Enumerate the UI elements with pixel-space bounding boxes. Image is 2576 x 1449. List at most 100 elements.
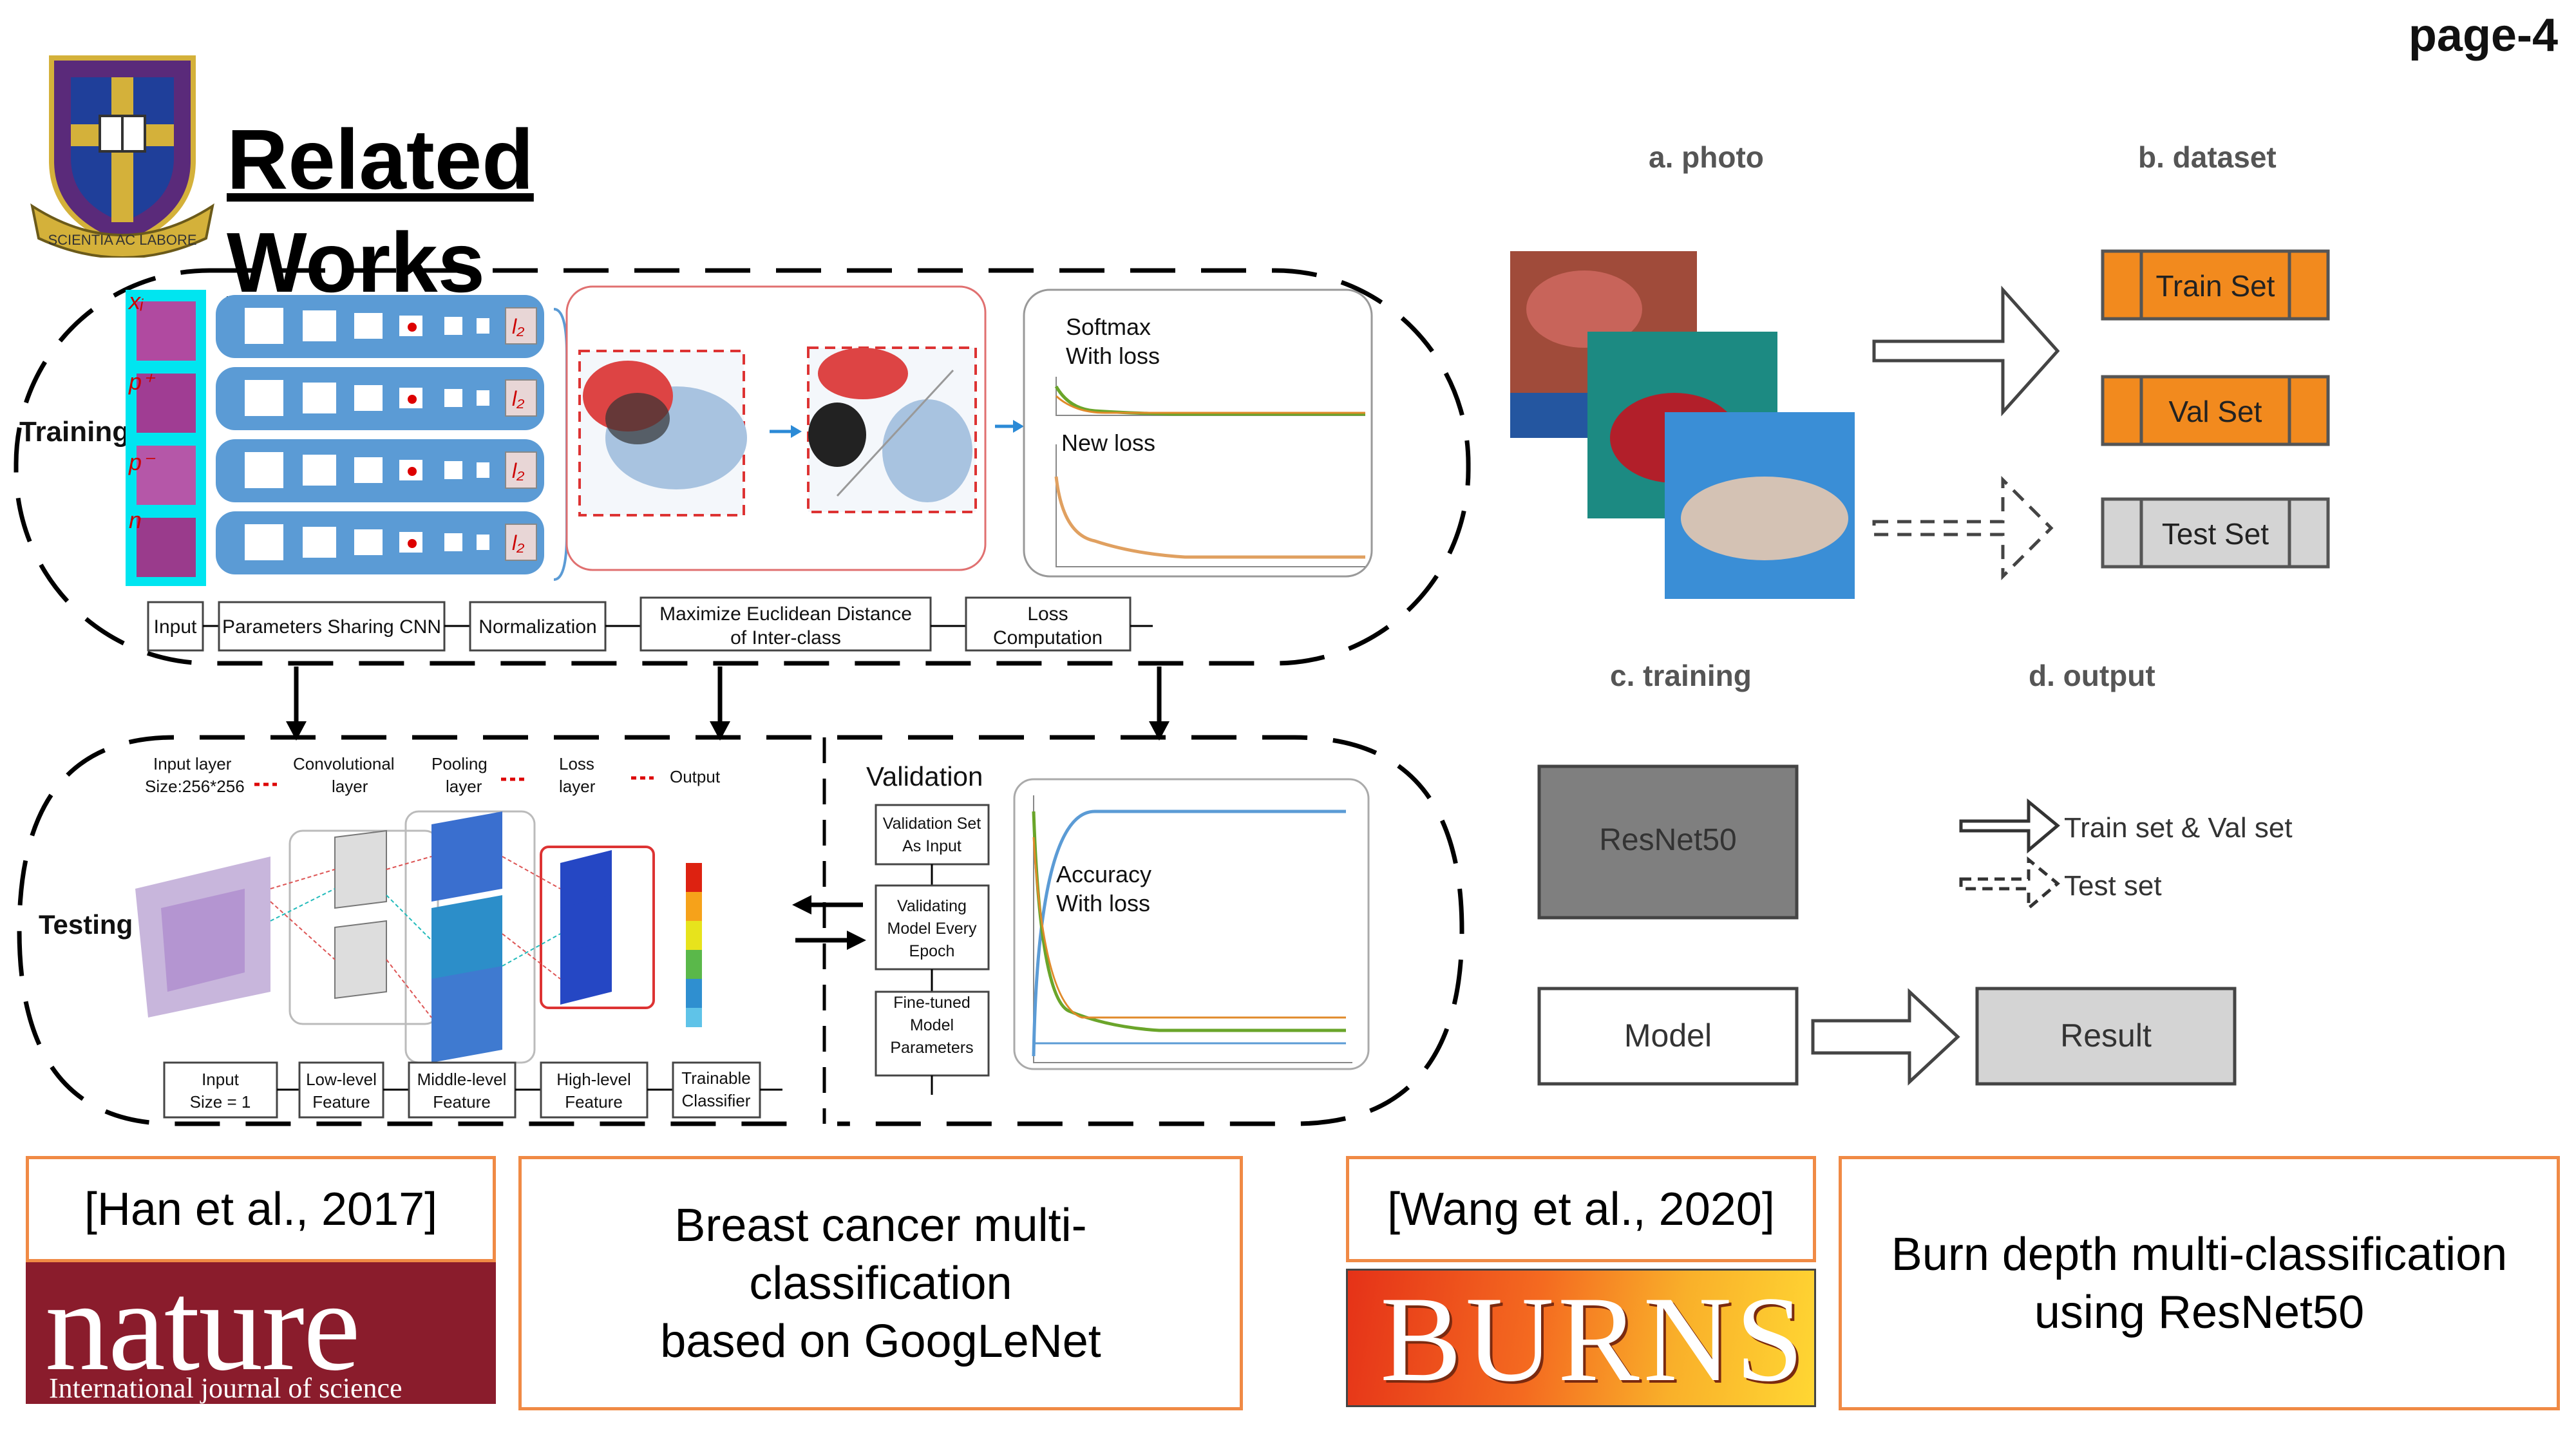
model-to-result-arrow-icon bbox=[1811, 988, 1960, 1086]
val-set-label: Val Set bbox=[2169, 395, 2262, 428]
wang-description-line1: Burn depth multi-classification bbox=[1891, 1228, 2508, 1280]
svg-text:layer: layer bbox=[446, 777, 482, 796]
svg-text:Model Every: Model Every bbox=[887, 920, 977, 938]
step-parameters-sharing-cnn: Parameters Sharing CNN bbox=[222, 616, 441, 638]
new-loss-label: New loss bbox=[1061, 430, 1155, 456]
svg-text:Validating: Validating bbox=[897, 897, 967, 915]
resnet50-label: ResNet50 bbox=[1599, 823, 1736, 857]
step-normalization: Normalization bbox=[478, 616, 596, 638]
svg-text:layer: layer bbox=[559, 777, 596, 796]
cnn-row: l₂ bbox=[216, 511, 544, 574]
cnn-row: l₂ bbox=[216, 367, 544, 430]
svg-text:Feature: Feature bbox=[312, 1092, 370, 1112]
accuracy-label-line1: Accuracy bbox=[1056, 861, 1151, 887]
han-citation-box: [Han et al., 2017] bbox=[26, 1156, 496, 1262]
svg-text:Parameters: Parameters bbox=[890, 1039, 973, 1057]
legend-test: Test set bbox=[2064, 870, 2162, 902]
svg-text:Feature: Feature bbox=[433, 1092, 491, 1112]
step-input: Input bbox=[154, 616, 197, 638]
han-description-line1: Breast cancer multi- bbox=[674, 1199, 1087, 1251]
burn-photos bbox=[1510, 251, 1855, 599]
testing-region bbox=[17, 735, 811, 1126]
svg-text:Pooling: Pooling bbox=[431, 754, 488, 773]
han-citation: [Han et al., 2017] bbox=[84, 1183, 438, 1235]
page-title: Related Works bbox=[227, 112, 534, 310]
softmax-label-line2: With loss bbox=[1066, 343, 1160, 369]
svg-text:Loss: Loss bbox=[559, 754, 594, 773]
training-label: c. training bbox=[1610, 659, 1752, 692]
svg-text:High-level: High-level bbox=[556, 1070, 631, 1089]
testing-label: Testing bbox=[39, 909, 133, 940]
output-label: d. output bbox=[2029, 659, 2155, 692]
training-label: Training bbox=[19, 416, 129, 448]
nature-logo: nature International journal of science bbox=[26, 1256, 496, 1404]
softmax-label-line1: Softmax bbox=[1066, 314, 1151, 340]
step-loss-line2: Computation bbox=[993, 627, 1103, 649]
svg-text:Feature: Feature bbox=[565, 1092, 623, 1112]
wang-description-box: Burn depth multi-classification using Re… bbox=[1839, 1156, 2560, 1410]
step-maximize-distance-line1: Maximize Euclidean Distance bbox=[659, 603, 912, 625]
svg-text:Epoch: Epoch bbox=[909, 942, 955, 960]
loss-curves-panel bbox=[1023, 289, 1373, 578]
solid-arrow-icon bbox=[1872, 285, 2060, 417]
svg-text:Middle-level: Middle-level bbox=[417, 1070, 507, 1089]
dataset-label: b. dataset bbox=[2138, 140, 2277, 174]
svg-text:Fine-tuned: Fine-tuned bbox=[893, 994, 971, 1012]
svg-text:l₂: l₂ bbox=[512, 387, 524, 410]
wang-citation: [Wang et al., 2020] bbox=[1387, 1183, 1775, 1235]
dashed-arrow-icon bbox=[1872, 475, 2054, 581]
input-symbol-p-plus: p⁺ bbox=[128, 368, 156, 395]
svg-text:l₂: l₂ bbox=[512, 459, 524, 482]
result-label: Result bbox=[2060, 1018, 2152, 1054]
cnn-row: l₂ bbox=[216, 439, 544, 502]
new-loss-curve bbox=[1054, 476, 1365, 559]
svg-text:Input layer: Input layer bbox=[153, 754, 232, 773]
svg-text:Trainable: Trainable bbox=[681, 1068, 750, 1088]
svg-text:As Input: As Input bbox=[902, 837, 961, 855]
testing-cnn-visual bbox=[135, 810, 702, 1064]
scatter-after bbox=[808, 348, 972, 502]
svg-text:Validation Set: Validation Set bbox=[883, 815, 981, 833]
svg-text:Output: Output bbox=[670, 767, 721, 786]
input-symbol-x: xᵢ bbox=[128, 288, 144, 314]
train-set-label: Train Set bbox=[2156, 269, 2275, 303]
svg-text:Low-level: Low-level bbox=[306, 1070, 377, 1089]
legend-dashed-arrow-icon bbox=[1959, 856, 2060, 912]
cnn-row: l₂ bbox=[216, 295, 544, 358]
model-box bbox=[1537, 987, 1799, 1086]
validation-title: Validation bbox=[866, 761, 983, 791]
han-description-line3: based on GoogLeNet bbox=[660, 1315, 1101, 1367]
svg-text:Classifier: Classifier bbox=[682, 1091, 751, 1110]
down-arrows bbox=[286, 667, 1170, 741]
training-region bbox=[14, 268, 1471, 666]
svg-text:Size:256*256: Size:256*256 bbox=[145, 777, 245, 796]
burns-journal-logo: BURNS bbox=[1346, 1269, 1816, 1407]
layer-legend: Input layer Size:256*256 Convolutional l… bbox=[145, 754, 721, 796]
wang-citation-box: [Wang et al., 2020] bbox=[1346, 1156, 1816, 1262]
accuracy-chart-panel bbox=[1013, 778, 1370, 1070]
dataset-splits: Train Set Val Set Test Set bbox=[2101, 249, 2330, 569]
han-description-line2: classification bbox=[749, 1257, 1012, 1309]
legend-train-val: Train set & Val set bbox=[2064, 812, 2293, 844]
han-description-box: Breast cancer multi- classification base… bbox=[518, 1156, 1243, 1410]
validation-region bbox=[837, 735, 1464, 1126]
svg-text:Model: Model bbox=[910, 1016, 954, 1034]
photo-label: a. photo bbox=[1649, 140, 1764, 174]
svg-text:Input: Input bbox=[202, 1070, 240, 1089]
svg-text:layer: layer bbox=[332, 777, 368, 796]
accuracy-label-line2: With loss bbox=[1056, 890, 1150, 916]
shared-cnn-rows: l₂ l₂ l₂ l₂ bbox=[216, 295, 544, 574]
wang-description-line2: using ResNet50 bbox=[2034, 1286, 2365, 1338]
result-box bbox=[1975, 987, 2237, 1086]
svg-text:l₂: l₂ bbox=[512, 531, 524, 554]
input-patch-images bbox=[137, 301, 196, 577]
svg-text:Size = 1: Size = 1 bbox=[190, 1092, 251, 1112]
validation-steps: Validation Set As Input Validating Model… bbox=[875, 804, 990, 1095]
crest-motto: SCIENTIA AC LABORE bbox=[48, 232, 196, 248]
nature-wordmark: nature bbox=[45, 1255, 361, 1397]
svg-text:Convolutional: Convolutional bbox=[293, 754, 395, 773]
input-symbol-n: n bbox=[129, 507, 142, 533]
breast-cancer-pipeline-diagram: Training xᵢ p⁺ p⁻ n l₂ l₂ bbox=[14, 268, 1471, 1126]
step-loss-line1: Loss bbox=[1027, 603, 1068, 625]
burn-depth-pipeline-diagram: a. photo b. dataset Train Set Val Set Te… bbox=[1510, 140, 2330, 1086]
